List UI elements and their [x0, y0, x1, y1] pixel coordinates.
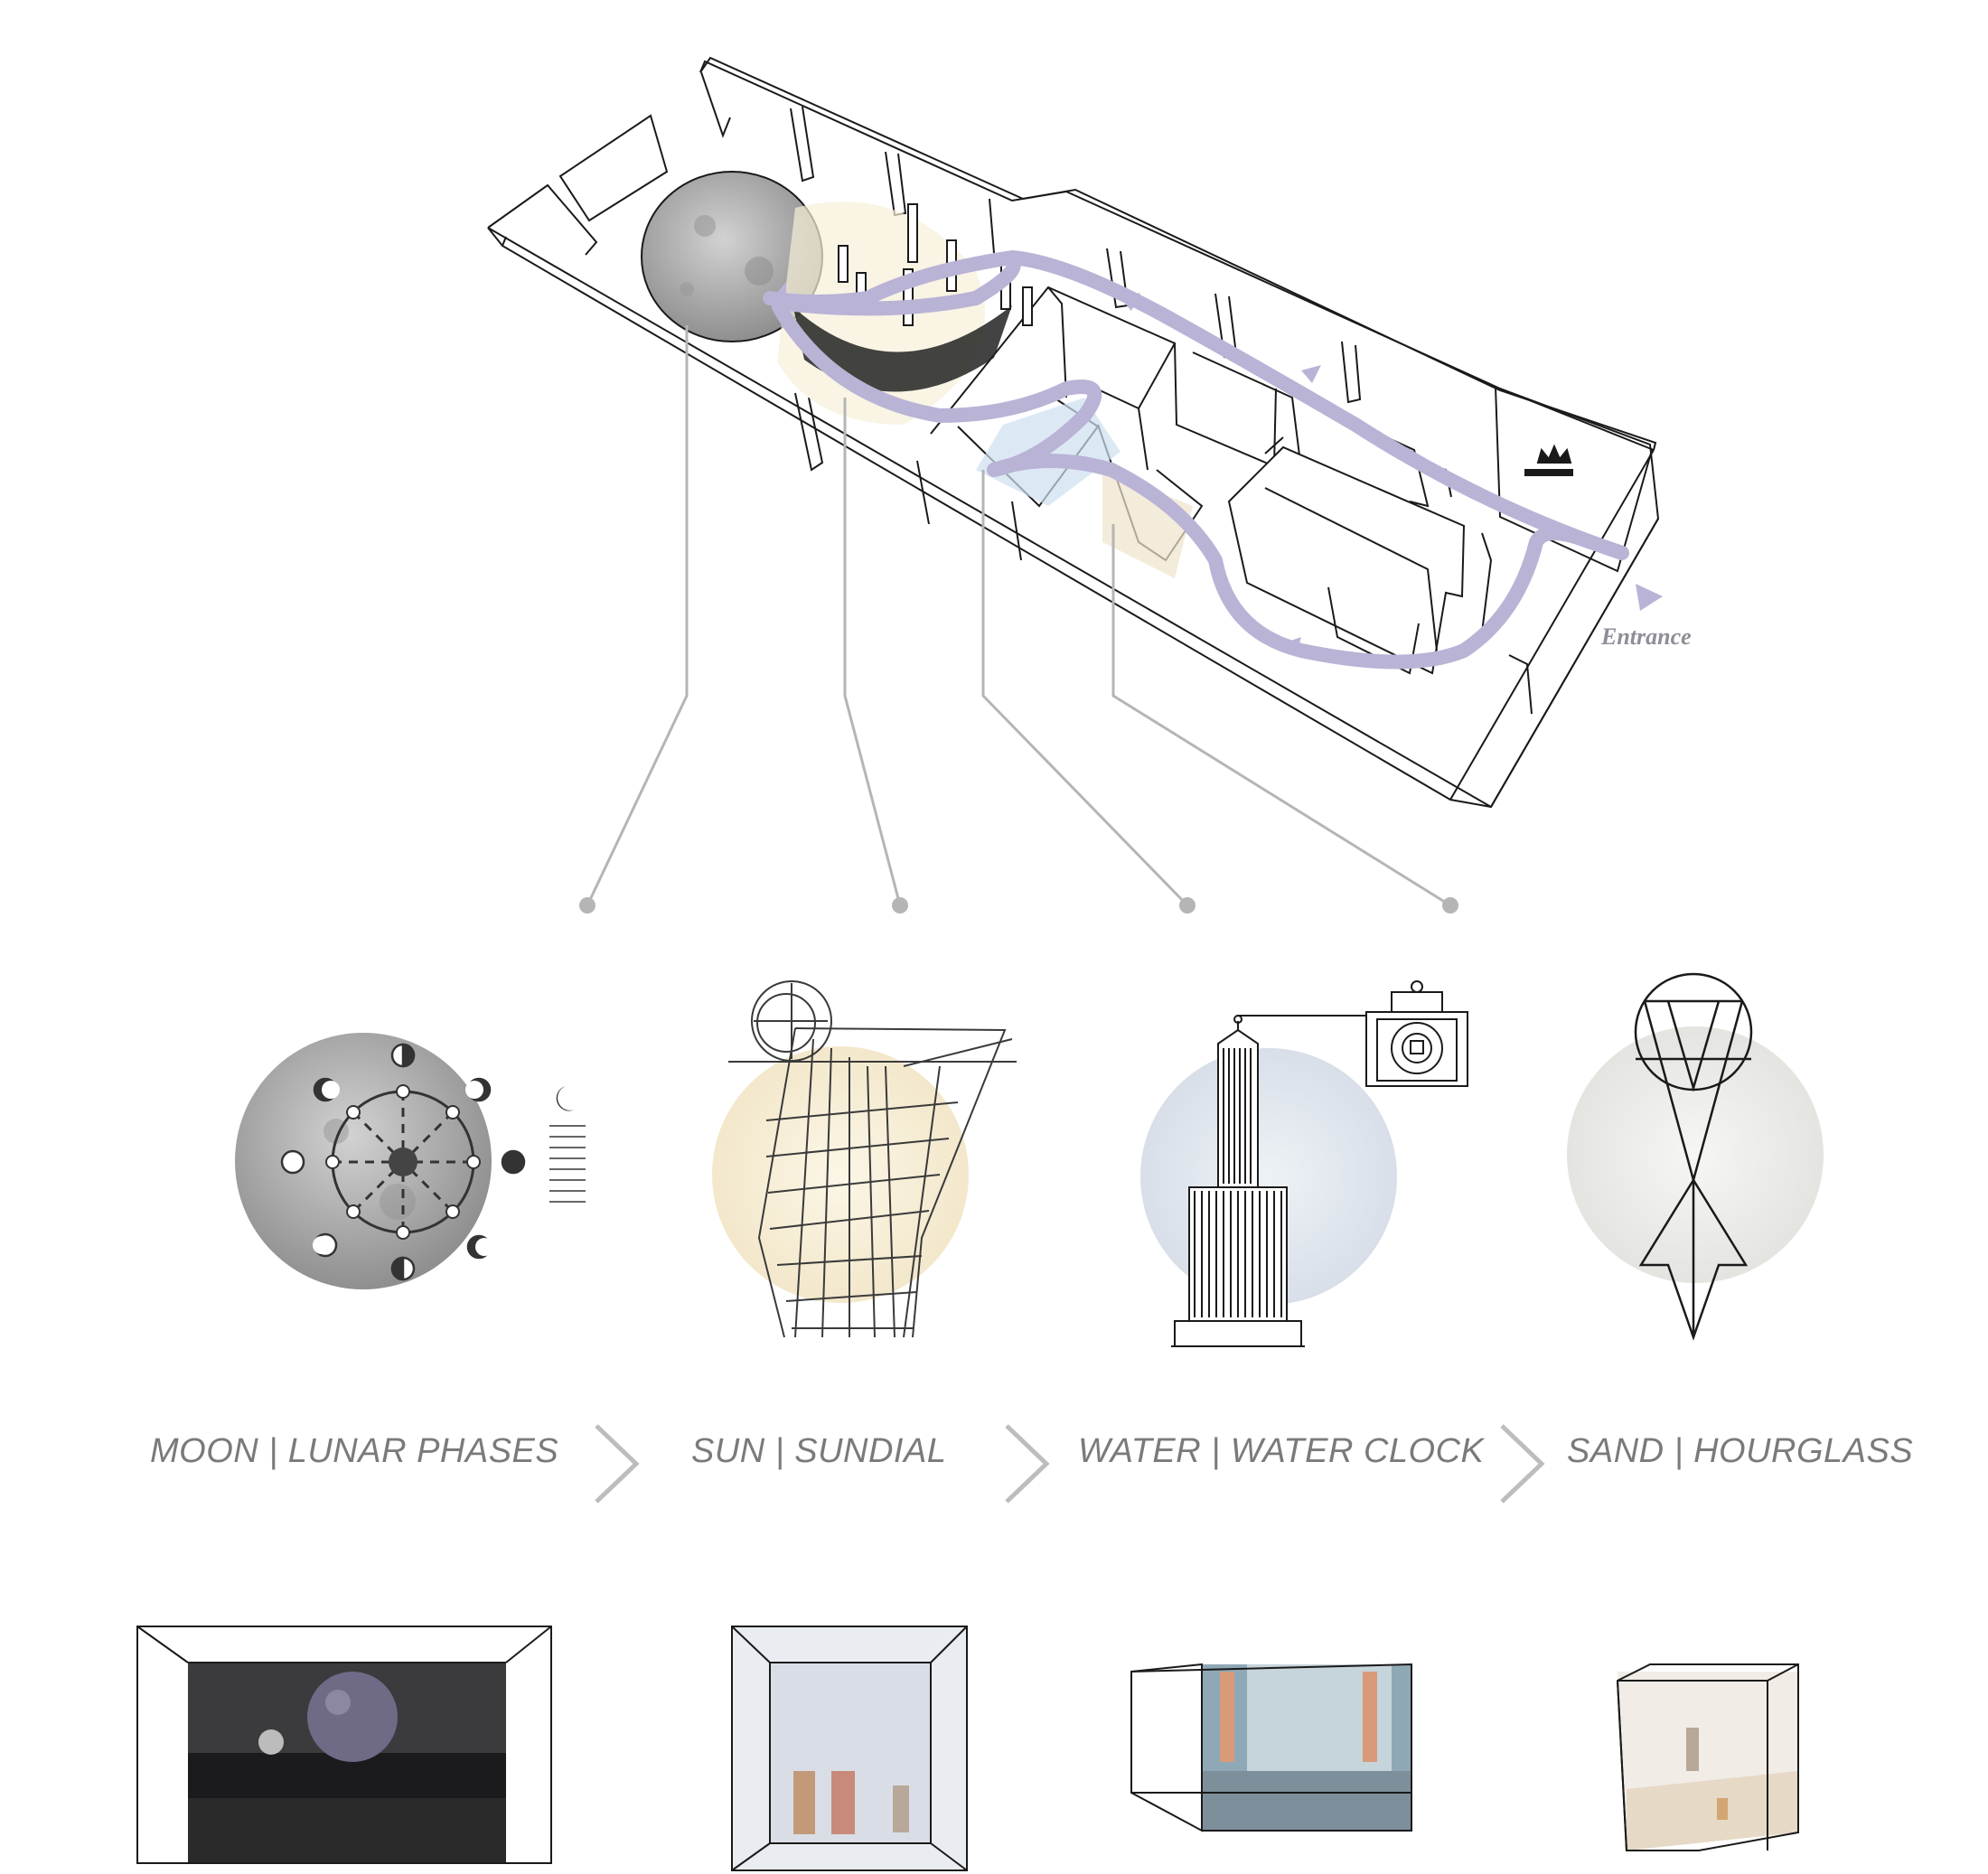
- entrance-label: Entrance: [1601, 623, 1692, 650]
- chevron-right-icon: [595, 1424, 640, 1504]
- sundial-icon: [712, 980, 1017, 1338]
- theme-label-sand: SAND | HOURGLASS: [1567, 1432, 1914, 1470]
- hourglass-icon: [1567, 972, 1824, 1341]
- crown-logo-icon: [1524, 444, 1573, 476]
- leader-dots: [579, 897, 1458, 914]
- theme-label-sun: SUN | SUNDIAL: [691, 1432, 947, 1470]
- leader-lines: [586, 325, 1451, 907]
- moon-room-render: [136, 1626, 552, 1864]
- theme-label-water: WATER | WATER CLOCK: [1078, 1432, 1485, 1470]
- water-clock-icon: [1140, 980, 1468, 1347]
- sun-room-render: [731, 1626, 968, 1871]
- chevron-right-icon: [1005, 1424, 1050, 1504]
- sand-zone: [1102, 470, 1193, 578]
- water-room-render: [1130, 1663, 1412, 1832]
- path-arrows: [775, 282, 1663, 656]
- sand-room-render: [1616, 1663, 1799, 1851]
- visitor-path: [763, 250, 1629, 670]
- moon-phases-icon: [235, 1033, 586, 1289]
- theme-label-moon: MOON | LUNAR PHASES: [150, 1432, 559, 1470]
- chevron-right-icon: [1500, 1424, 1545, 1504]
- sundial-net: [793, 305, 1012, 392]
